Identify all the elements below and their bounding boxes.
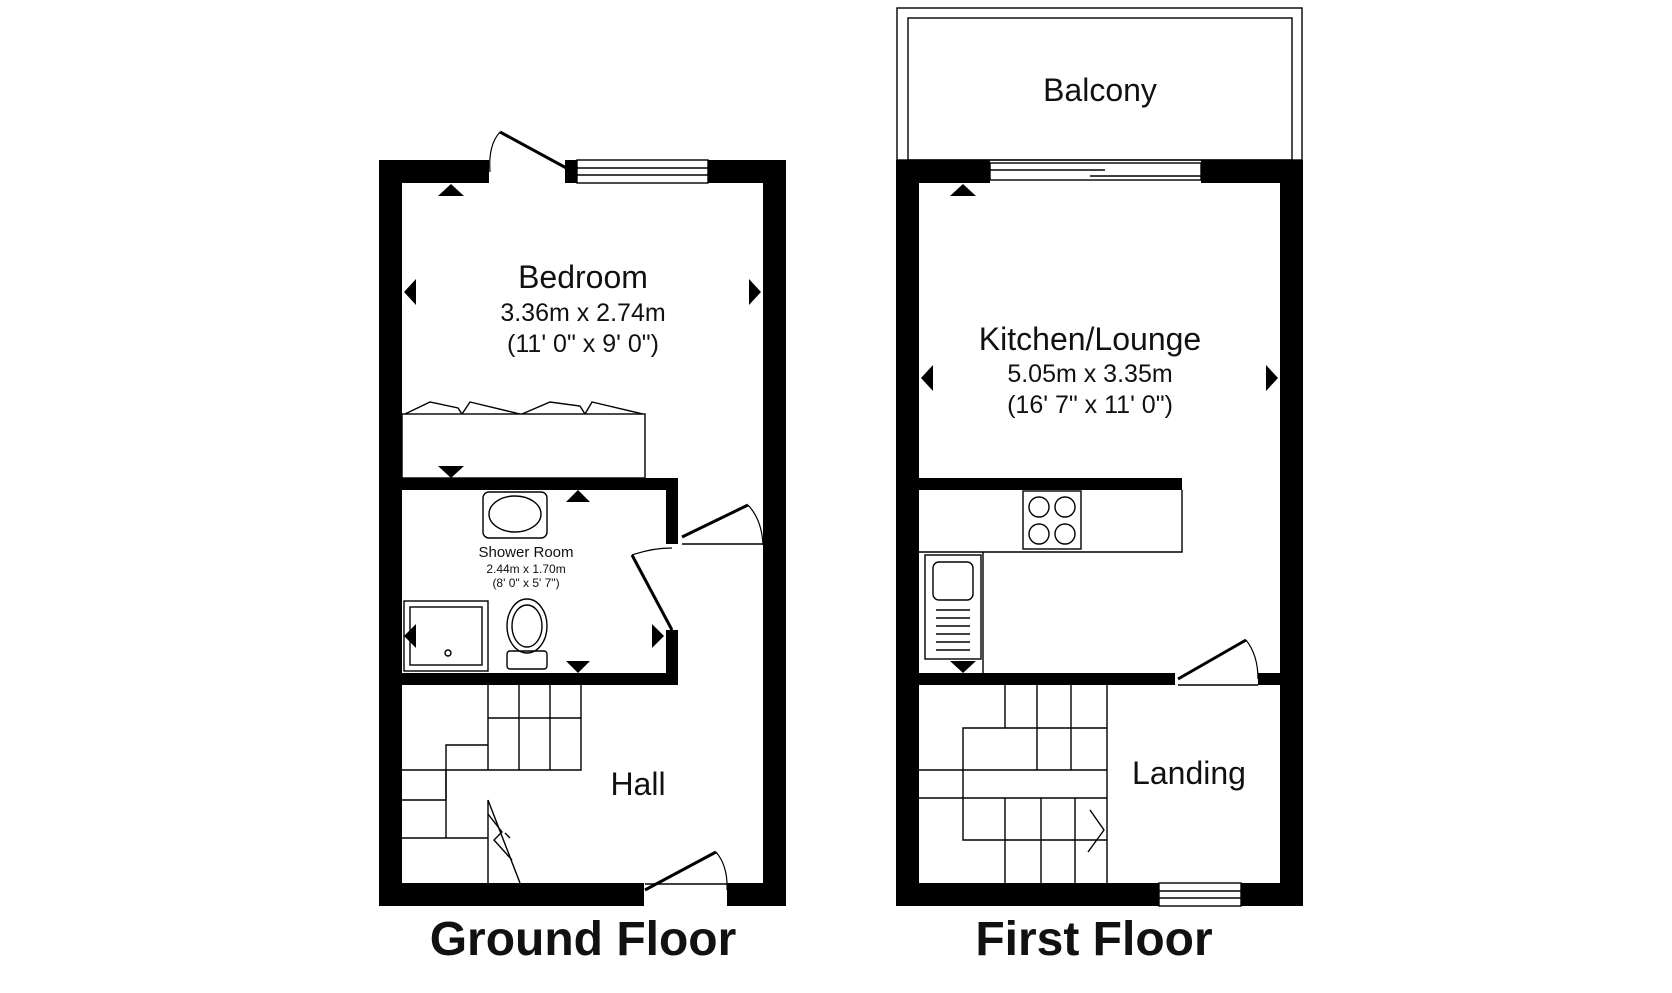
ground-wall-top-left <box>379 160 489 183</box>
kitchen-arrow-right <box>1266 365 1278 391</box>
ground-stairs <box>402 685 582 884</box>
basin <box>482 491 548 539</box>
first-stairs <box>919 685 1108 883</box>
balcony-name: Balcony <box>1043 72 1157 108</box>
hob <box>1022 490 1082 550</box>
shower-room-metric: 2.44m x 1.70m <box>486 562 565 576</box>
bedroom-door <box>489 130 571 173</box>
first-wall-right <box>1280 160 1303 906</box>
shower-arrow-left <box>404 624 416 648</box>
shower-wall-bottom <box>402 673 678 685</box>
kitchen-counter-wall <box>919 478 1182 490</box>
shower-wall-right-bottom <box>666 630 678 685</box>
balcony-outline <box>896 7 1303 161</box>
hall-name: Hall <box>610 766 665 802</box>
bedroom-metric: 3.36m x 2.74m <box>500 299 665 327</box>
kitchen-arrow-left <box>921 365 933 391</box>
shower-wall-top <box>402 478 678 490</box>
landing-wall-right <box>1258 673 1280 685</box>
first-floor-title: First Floor <box>975 913 1212 966</box>
front-door <box>644 850 728 892</box>
kitchen-counter <box>919 490 1183 673</box>
bedroom-arrow-bottom <box>438 466 464 478</box>
first-wall-left <box>896 160 919 906</box>
kitchen-lounge-imperial: (16' 7" x 11' 0") <box>1007 391 1173 419</box>
kitchen-arrow-top <box>950 184 976 196</box>
bedroom-arrow-top <box>438 184 464 196</box>
kitchen-lounge-name: Kitchen/Lounge <box>979 321 1201 357</box>
kitchen-arrow-bottom <box>950 661 976 673</box>
ground-wall-left <box>379 160 402 906</box>
shower-wall-right-top <box>666 478 678 544</box>
first-window-bottom <box>1158 882 1242 907</box>
hall-side-door <box>681 503 764 546</box>
bedroom-name: Bedroom <box>518 259 648 295</box>
wardrobe <box>401 401 646 479</box>
bedroom-arrow-right <box>749 279 761 305</box>
landing-name: Landing <box>1132 755 1246 791</box>
landing-wall-left <box>919 673 1175 685</box>
shower-arrow-top <box>566 490 590 502</box>
bedroom-imperial: (11' 0" x 9' 0") <box>507 330 659 358</box>
ground-wall-bottom-right <box>727 883 786 906</box>
ground-floor-plan: Bedroom 3.36m x 2.74m (11' 0" x 9' 0") S… <box>379 130 786 966</box>
shower-arrow-bottom <box>566 661 590 673</box>
shower-tray <box>403 600 489 672</box>
shower-room-imperial: (8' 0" x 5' 7") <box>492 576 559 590</box>
ground-wall-bottom-left <box>379 883 644 906</box>
toilet <box>506 598 548 670</box>
first-floor-plan: Balcony Kitchen/Lounge 5.05m x 3.35m (16… <box>896 7 1303 966</box>
first-wall-bottom-right <box>1241 883 1303 906</box>
ground-wall-top-mid <box>565 160 577 183</box>
landing-door <box>1177 638 1259 686</box>
first-wall-top-left <box>896 160 990 183</box>
shower-arrow-right <box>652 624 664 648</box>
ground-wall-right <box>763 160 786 906</box>
kitchen-lounge-metric: 5.05m x 3.35m <box>1007 360 1172 388</box>
shower-room-door <box>630 547 674 631</box>
balcony-sliding-door <box>989 162 1202 181</box>
ground-floor-title: Ground Floor <box>430 913 737 966</box>
ground-wall-top-right <box>708 160 786 183</box>
shower-room-name: Shower Room <box>478 544 573 561</box>
first-wall-top-right <box>1201 160 1303 183</box>
kitchen-sink <box>924 554 982 660</box>
first-wall-bottom-left <box>896 883 1159 906</box>
ground-window-top <box>576 159 709 184</box>
bedroom-arrow-left <box>404 279 416 305</box>
